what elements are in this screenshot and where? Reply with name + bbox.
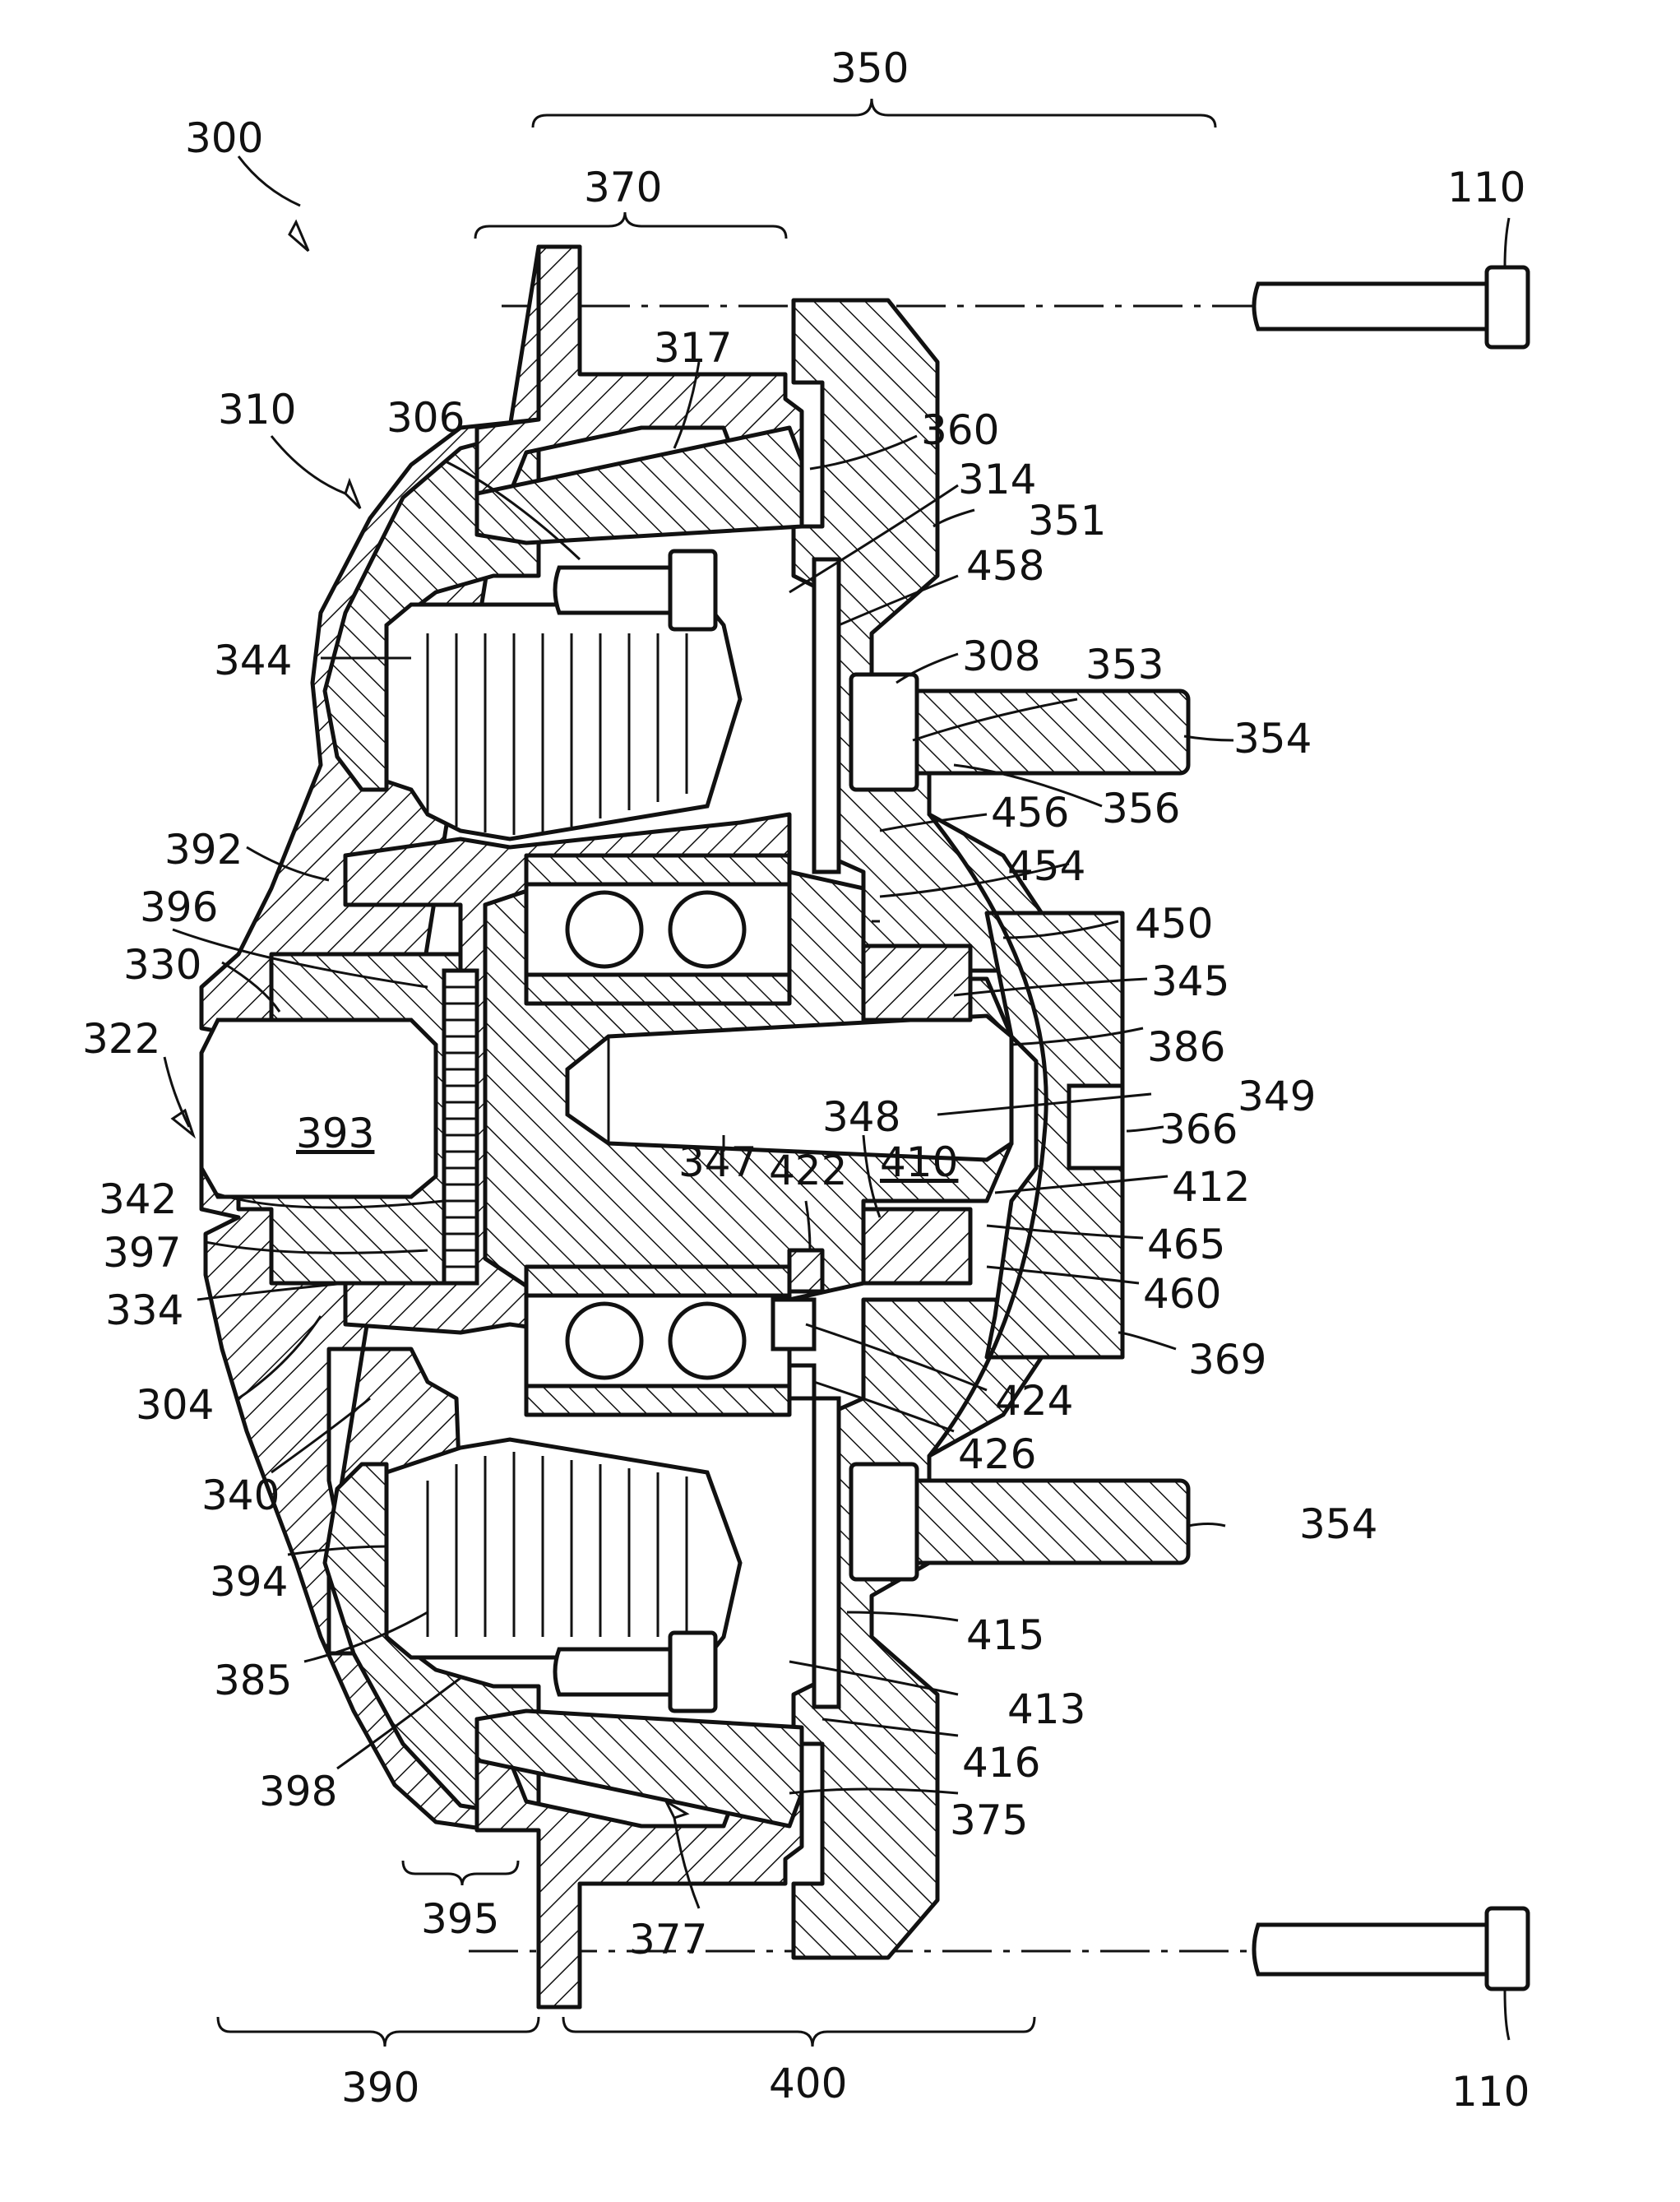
label-308: 308 <box>962 633 1040 680</box>
label-396: 396 <box>140 883 218 931</box>
label-377: 377 <box>629 1916 707 1963</box>
seal-426 <box>789 1365 814 1398</box>
bracket-350 <box>533 99 1215 127</box>
label-322: 322 <box>82 1015 160 1063</box>
label-314: 314 <box>958 456 1036 503</box>
label-344: 344 <box>214 637 292 684</box>
label-375: 375 <box>950 1796 1028 1844</box>
label-424: 424 <box>995 1377 1073 1425</box>
label-412: 412 <box>1172 1163 1250 1211</box>
bearing-upper <box>526 855 789 1004</box>
label-450: 450 <box>1135 900 1213 948</box>
bracket-390 <box>218 2017 539 2047</box>
label-348: 348 <box>822 1093 900 1141</box>
pinion-gear <box>444 971 477 1283</box>
label-354-bottom: 354 <box>1299 1500 1377 1548</box>
bracket-370 <box>475 212 786 239</box>
label-416: 416 <box>962 1739 1040 1787</box>
stud-354-bottom <box>851 1464 1188 1579</box>
pinion-cavity-393 <box>201 1020 436 1197</box>
label-454: 454 <box>1007 842 1085 890</box>
label-370: 370 <box>584 164 662 211</box>
bolt-top <box>1254 267 1528 347</box>
label-334: 334 <box>105 1286 183 1334</box>
label-310: 310 <box>218 386 296 433</box>
label-317: 317 <box>654 324 732 372</box>
label-110-bottom: 110 <box>1451 2068 1530 2116</box>
label-345: 345 <box>1151 957 1229 1005</box>
label-426: 426 <box>958 1430 1036 1478</box>
label-422: 422 <box>769 1147 847 1194</box>
label-415: 415 <box>966 1611 1044 1659</box>
bearing-lower <box>526 1267 789 1415</box>
label-400: 400 <box>769 2060 847 2107</box>
label-330: 330 <box>123 941 201 989</box>
label-458: 458 <box>966 542 1044 590</box>
label-395: 395 <box>421 1895 499 1943</box>
label-392: 392 <box>164 826 243 874</box>
label-342: 342 <box>99 1175 177 1223</box>
label-353: 353 <box>1085 641 1164 688</box>
brake-plate-458 <box>814 559 839 872</box>
label-385: 385 <box>214 1657 292 1704</box>
label-394: 394 <box>210 1558 288 1606</box>
brake-plate-413 <box>814 1398 839 1707</box>
label-340: 340 <box>201 1472 280 1519</box>
label-349: 349 <box>1238 1073 1316 1120</box>
label-460: 460 <box>1143 1270 1221 1318</box>
label-300: 300 <box>185 114 263 162</box>
bracket-400 <box>563 2017 1034 2047</box>
label-456: 456 <box>991 789 1069 837</box>
label-347: 347 <box>678 1138 757 1186</box>
label-393: 393 <box>296 1110 374 1157</box>
label-356: 356 <box>1102 785 1180 832</box>
label-410: 410 <box>880 1138 958 1186</box>
label-304: 304 <box>136 1381 214 1429</box>
label-398: 398 <box>259 1768 337 1815</box>
label-413: 413 <box>1007 1685 1085 1733</box>
label-386: 386 <box>1147 1023 1225 1071</box>
label-354-top: 354 <box>1233 715 1312 763</box>
label-350: 350 <box>831 44 909 92</box>
stud-354-top <box>851 675 1188 790</box>
label-110-top: 110 <box>1447 164 1525 211</box>
label-351: 351 <box>1028 497 1106 545</box>
ring-348 <box>863 1209 970 1283</box>
label-360: 360 <box>921 406 999 454</box>
label-369: 369 <box>1188 1336 1266 1384</box>
seal-422 <box>789 1250 822 1291</box>
bolt-bottom <box>1254 1908 1528 1989</box>
label-366: 366 <box>1159 1106 1238 1153</box>
bracket-395 <box>403 1861 518 1885</box>
label-306: 306 <box>386 394 465 442</box>
label-390: 390 <box>341 2064 419 2112</box>
label-465: 465 <box>1147 1221 1225 1268</box>
label-397: 397 <box>103 1229 181 1277</box>
ring-345 <box>863 946 970 1020</box>
